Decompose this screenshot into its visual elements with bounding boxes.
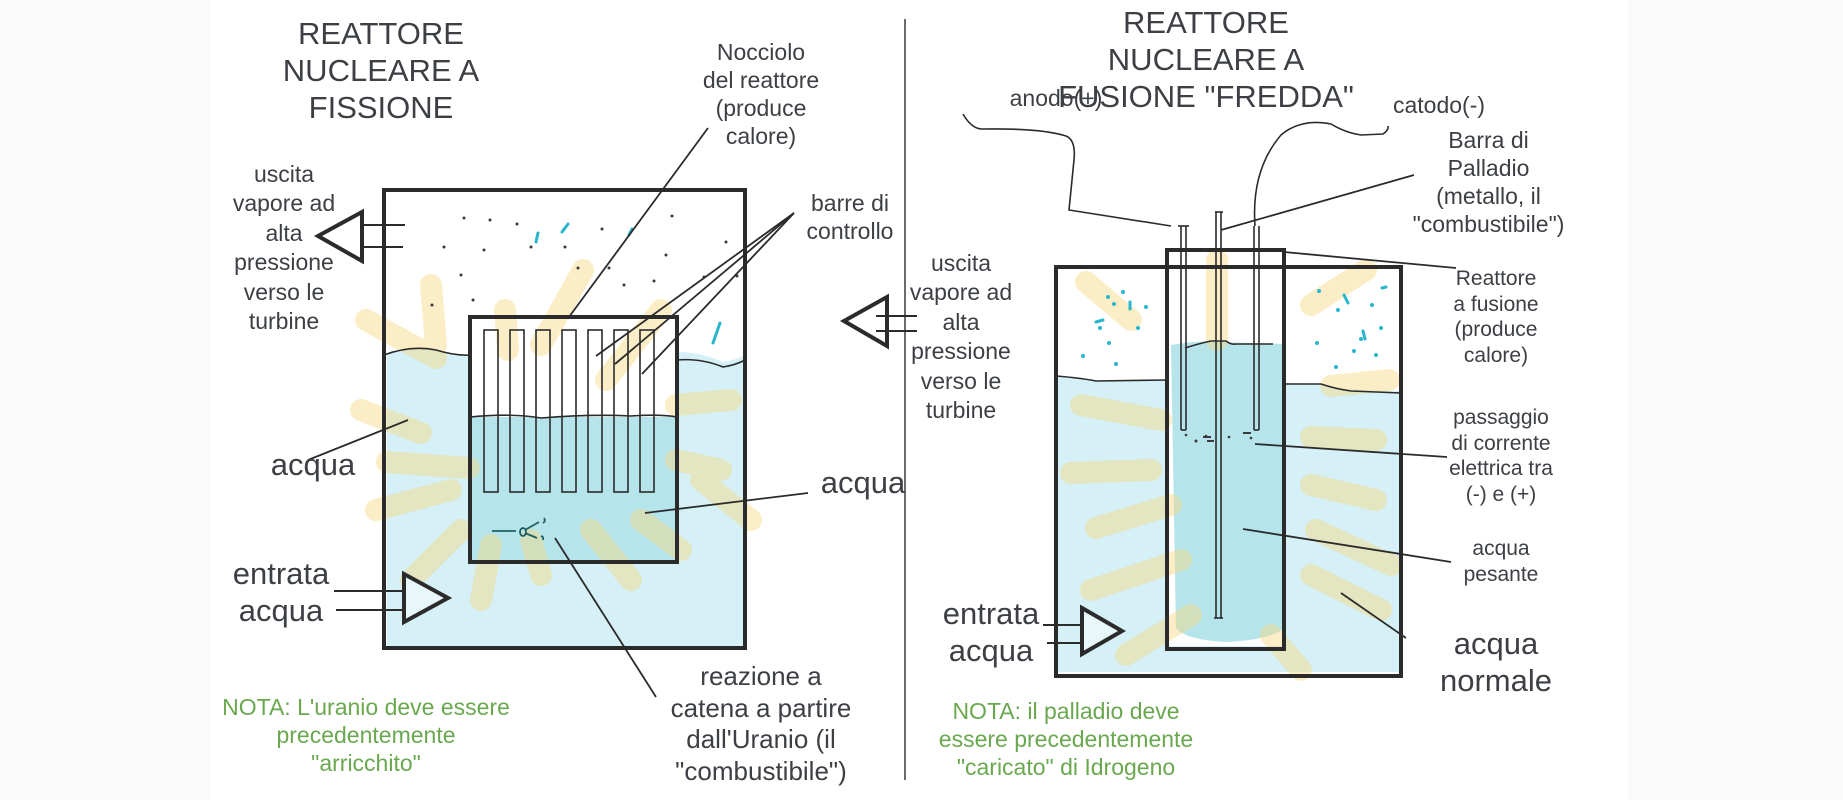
water-label-outer: acqua: [270, 447, 356, 482]
anode-label: anodo(+): [1009, 85, 1103, 111]
control-rod: [561, 329, 577, 493]
control-rod: [613, 329, 629, 493]
current-bubbles: [1184, 432, 1253, 443]
steam-particles-fusion: [1081, 289, 1383, 369]
fission-outer-water: [387, 348, 745, 646]
cathode-electrode: [1253, 226, 1260, 431]
current-label: passaggio di corrente elettrica tra (-) …: [1449, 406, 1553, 506]
water-inlet-arrow-fusion: [1043, 604, 1127, 658]
steam-outlet-arrow-fission: [313, 208, 405, 265]
core-label: Nocciolo del reattore (produce calore): [702, 39, 820, 150]
control-rods: [483, 329, 655, 493]
chain-reaction-glyph: [492, 517, 546, 541]
cathode-wire: [1253, 121, 1389, 227]
control-rods-label: barre di controllo: [806, 190, 894, 245]
fusion-note: NOTA: il palladio deve essere precedente…: [938, 698, 1194, 781]
control-rod: [483, 329, 499, 493]
fission-outer-vessel: [382, 188, 747, 650]
leader-lines-fission: [307, 127, 809, 698]
fission-note: NOTA: L'uranio deve essere precedentemen…: [222, 694, 510, 777]
fusion-title: REATTORE NUCLEARE A FUSIONE "FREDDA": [1058, 5, 1354, 115]
fusion-reactor-label: Reattore a fusione (produce calore): [1453, 267, 1539, 367]
fission-core-water: [470, 417, 677, 562]
steam-outlet-label-fission: uscita vapore ad alta pressione verso le…: [232, 161, 336, 335]
fission-core-box: [468, 315, 679, 564]
fusion-outer-vessel: [1054, 265, 1403, 678]
control-rod: [587, 329, 603, 493]
palladium-label: Barra di Palladio (metallo, il "combusti…: [1412, 127, 1565, 238]
leader-lines-fusion: [1220, 174, 1457, 639]
heat-rays-fusion: [1060, 249, 1402, 681]
normal-water-label: acqua normale: [1440, 626, 1552, 699]
steam-particles-fission: [430, 214, 739, 319]
fusion-reactor-cell: [1165, 248, 1286, 651]
steam-outlet-arrow-fusion: [839, 293, 917, 350]
diagram-artwork: [307, 19, 1457, 780]
fusion-outer-water: [1058, 377, 1401, 672]
control-rod: [639, 329, 655, 493]
control-rod: [509, 329, 525, 493]
fission-reactor: [307, 127, 809, 698]
anode-electrode: [1178, 225, 1189, 431]
control-rod: [535, 329, 551, 493]
chain-reaction-label: reazione a catena a partire dall'Uranio …: [670, 661, 852, 787]
steam-outlet-label-fusion: uscita vapore ad alta pressione verso le…: [909, 250, 1013, 424]
palladium-rod: [1214, 211, 1223, 619]
water-inlet-label-fusion: entrata acqua: [942, 596, 1040, 669]
heat-rays-fission: [350, 259, 762, 611]
heavy-water-label: acqua pesante: [1463, 537, 1539, 586]
fusion-heavy-water: [1171, 341, 1284, 642]
steam-dashes-fusion: [1094, 285, 1388, 341]
fission-title: REATTORE NUCLEARE A FISSIONE: [282, 16, 480, 126]
water-label-inner: acqua: [820, 465, 906, 500]
water-inlet-label-fission: entrata acqua: [232, 556, 330, 629]
fusion-reactor: [839, 113, 1457, 681]
cathode-label: catodo(-): [1392, 92, 1486, 118]
anode-wire: [962, 113, 1172, 227]
diagram-canvas: REATTORE NUCLEARE A FISSIONE Nocciolo de…: [211, 0, 1628, 800]
water-inlet-arrow-fission: [334, 570, 453, 626]
